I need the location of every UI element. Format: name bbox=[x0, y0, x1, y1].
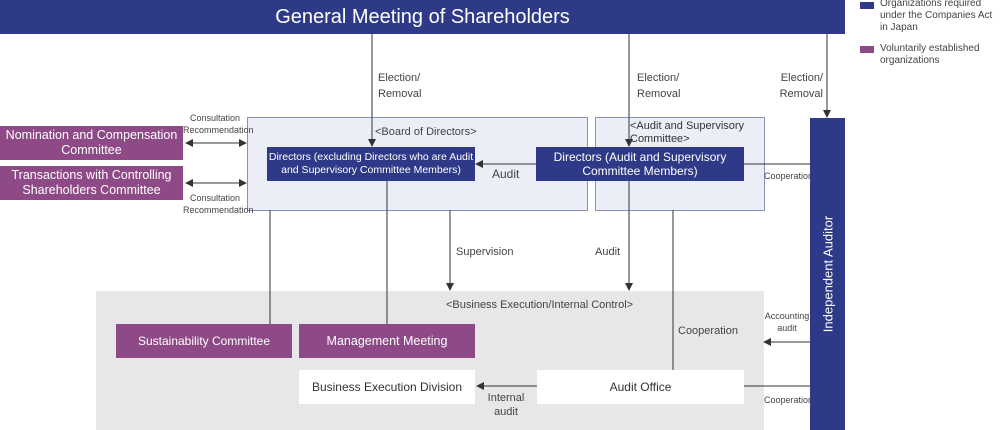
consultation-text: Consultation bbox=[189, 113, 241, 123]
election-label-3: Election/ Removal bbox=[779, 72, 823, 100]
cooperation-top-label: Cooperation bbox=[764, 171, 814, 181]
election-label-1: Election/ Removal bbox=[378, 72, 422, 100]
recommendation-text: Recommendation bbox=[183, 125, 254, 135]
independent-auditor-box: Independent Auditor bbox=[810, 118, 845, 430]
directors-excluding-label: Directors (excluding Directors who are A… bbox=[268, 151, 474, 176]
audit-label: Audit bbox=[492, 167, 520, 181]
nomination-committee-label: Nomination and Compensation Committee bbox=[5, 128, 178, 157]
supervision-label: Supervision bbox=[456, 246, 514, 258]
internal-audit-label: Internal audit bbox=[487, 392, 525, 418]
accounting-audit-label: Accounting audit bbox=[764, 311, 810, 333]
asc-directors-label: Directors (Audit and Supervisory Committ… bbox=[553, 150, 727, 178]
asc-directors-box: Directors (Audit and Supervisory Committ… bbox=[536, 147, 744, 181]
management-label: Management Meeting bbox=[326, 334, 448, 348]
cooperation-mid-label: Cooperation bbox=[678, 325, 738, 337]
asc-title: <Audit and Supervisory Committee> bbox=[630, 120, 745, 145]
general-meeting-title: General Meeting of Shareholders bbox=[275, 5, 570, 28]
legend-required-text: Organizations required under the Compani… bbox=[880, 0, 993, 33]
division-label: Business Execution Division bbox=[311, 380, 463, 394]
directors-excluding-box: Directors (excluding Directors who are A… bbox=[267, 147, 475, 181]
consultation-label-top: Consultation Recommendation bbox=[183, 112, 254, 136]
legend-voluntary-text: Voluntarily established organizations bbox=[880, 43, 980, 66]
management-meeting: Management Meeting bbox=[299, 324, 475, 358]
consultation-text: Consultation bbox=[189, 193, 241, 203]
cooperation-bottom-label: Cooperation bbox=[764, 395, 814, 405]
independent-auditor-label: Independent Auditor bbox=[820, 215, 835, 333]
business-execution-division: Business Execution Division bbox=[299, 370, 475, 404]
recommendation-text: Recommendation bbox=[183, 205, 254, 215]
legend-required-swatch bbox=[860, 2, 874, 9]
general-meeting-bar: General Meeting of Shareholders bbox=[0, 0, 845, 34]
transactions-committee: Transactions with Controlling Shareholde… bbox=[0, 166, 183, 200]
sustainability-committee: Sustainability Committee bbox=[116, 324, 292, 358]
consultation-label-bottom: Consultation Recommendation bbox=[183, 192, 254, 216]
election-label-2: Election/ Removal bbox=[637, 72, 681, 100]
audit-office: Audit Office bbox=[537, 370, 744, 404]
sustainability-label: Sustainability Committee bbox=[137, 334, 271, 348]
nomination-committee: Nomination and Compensation Committee bbox=[0, 126, 183, 160]
legend-voluntary-swatch bbox=[860, 46, 874, 53]
audit-office-label: Audit Office bbox=[609, 380, 672, 394]
transactions-committee-label: Transactions with Controlling Shareholde… bbox=[11, 168, 172, 197]
audit-down-label: Audit bbox=[595, 246, 621, 258]
business-title: <Business Execution/Internal Control> bbox=[446, 299, 634, 311]
board-title: <Board of Directors> bbox=[375, 126, 477, 138]
business-execution-area bbox=[96, 291, 764, 430]
